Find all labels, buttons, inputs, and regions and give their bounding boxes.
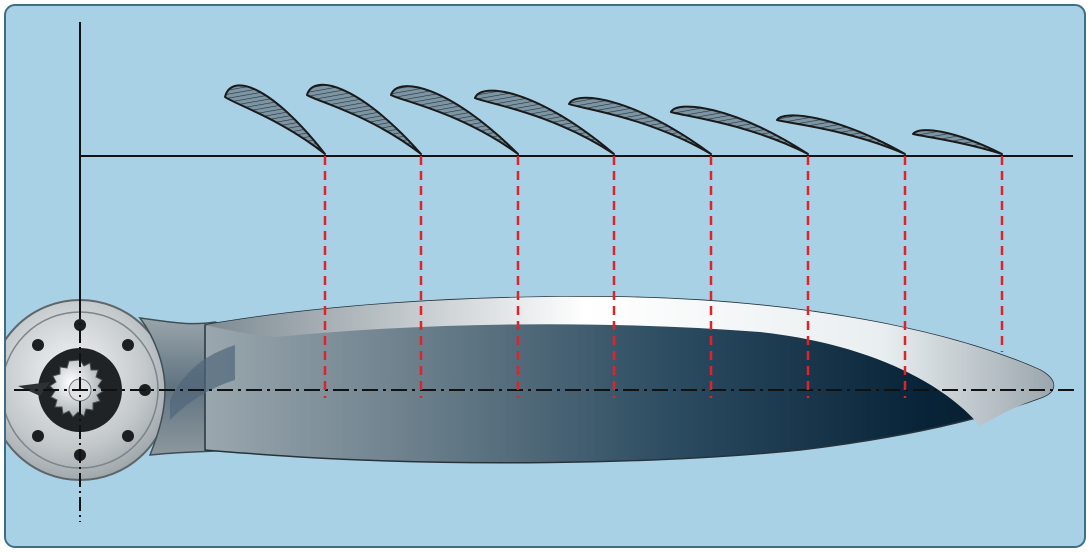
airfoil-sections [224,83,1003,155]
airfoil-section-8 [912,129,1003,155]
diagram-background [4,4,1086,548]
airfoil-section-1 [224,84,326,155]
airfoil-section-3 [390,85,519,155]
blade-leading-edge [205,296,1054,426]
hub-bore [38,348,122,432]
airfoil-section-6 [670,105,809,155]
airfoil-section-4 [474,89,615,155]
airfoil-section-2 [306,83,422,155]
airfoil-section-5 [568,96,712,155]
station-lines [323,156,1004,398]
airfoil-section-7 [776,114,906,155]
hub-clip-wedge [18,382,50,396]
blade-fillet [170,345,235,420]
